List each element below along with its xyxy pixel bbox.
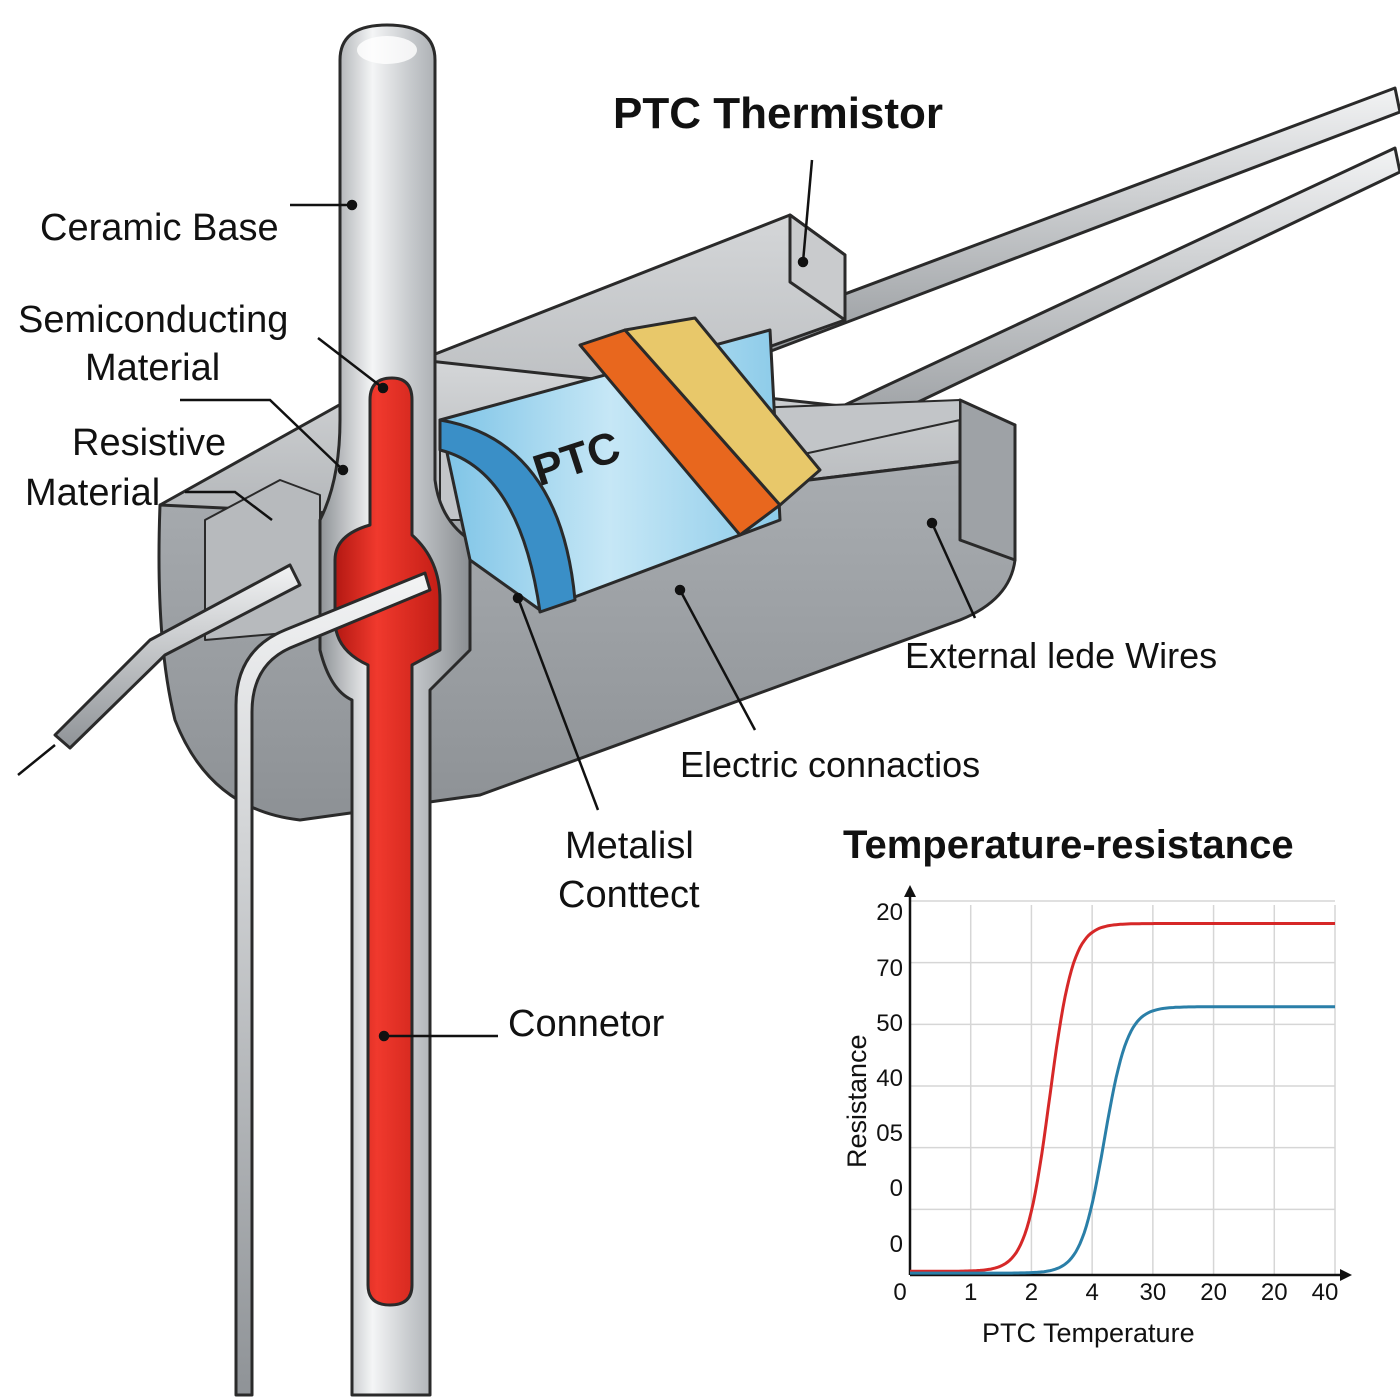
series-line-2 <box>910 1005 1335 1275</box>
y-tick-label: 20 <box>876 899 903 926</box>
x-tick-label: 20 <box>1200 1279 1227 1306</box>
y-tick-label: 40 <box>876 1065 903 1092</box>
chart-axes <box>904 885 1352 1281</box>
chart-series <box>910 922 1335 1275</box>
x-tick-label: 4 <box>1085 1279 1098 1306</box>
chart-grid <box>910 900 1336 1275</box>
series-line-1 <box>910 922 1335 1273</box>
chart-title: Temperature-resistance <box>843 823 1294 867</box>
label-semiconducting-line2: Material <box>85 347 220 389</box>
y-tick-labels: 0 0 05 40 50 70 20 <box>876 899 903 1258</box>
ptc-element <box>438 316 822 614</box>
x-axis-arrow <box>1340 1269 1352 1281</box>
x-tick-label: 30 <box>1140 1279 1167 1306</box>
label-connector: Connetor <box>508 1003 665 1045</box>
main-title: PTC Thermistor <box>613 89 943 138</box>
y-tick-label: 0 <box>890 1175 903 1202</box>
x-axis-label: PTC Temperature <box>982 1318 1195 1348</box>
x-tick-label: 1 <box>964 1279 977 1306</box>
y-tick-label: 05 <box>876 1120 903 1147</box>
lower-lead-wires <box>53 563 432 1397</box>
y-axis-arrow <box>904 885 916 897</box>
label-external-wires: External lede Wires <box>905 635 1217 676</box>
x-tick-label: 20 <box>1261 1279 1288 1306</box>
x-tick-label: 2 <box>1025 1279 1038 1306</box>
temperature-resistance-chart: Temperature-resistance 0 1 2 4 30 20 20 40 0 0 05… <box>842 823 1352 1348</box>
y-tick-label: 50 <box>876 1010 903 1037</box>
x-tick-labels: 0 1 2 4 30 20 20 40 <box>893 1279 1338 1306</box>
leader-lines <box>17 159 977 1042</box>
x-tick-label: 40 <box>1312 1279 1339 1306</box>
label-semiconducting-line1: Semiconducting <box>18 299 288 341</box>
label-electric-connections: Electric connactios <box>680 744 980 785</box>
label-resistive-line2: Material <box>25 472 160 514</box>
x-tick-label: 0 <box>893 1279 906 1306</box>
y-axis-label: Resistance <box>842 1034 872 1168</box>
label-resistive-line1: Resistive <box>72 422 226 464</box>
y-tick-label: 70 <box>876 955 903 982</box>
label-metal-contact-line1: Metalisl <box>565 825 694 867</box>
y-tick-label: 0 <box>890 1231 903 1258</box>
label-ceramic-base: Ceramic Base <box>40 207 279 249</box>
label-metal-contact-line2: Conttect <box>558 874 700 916</box>
